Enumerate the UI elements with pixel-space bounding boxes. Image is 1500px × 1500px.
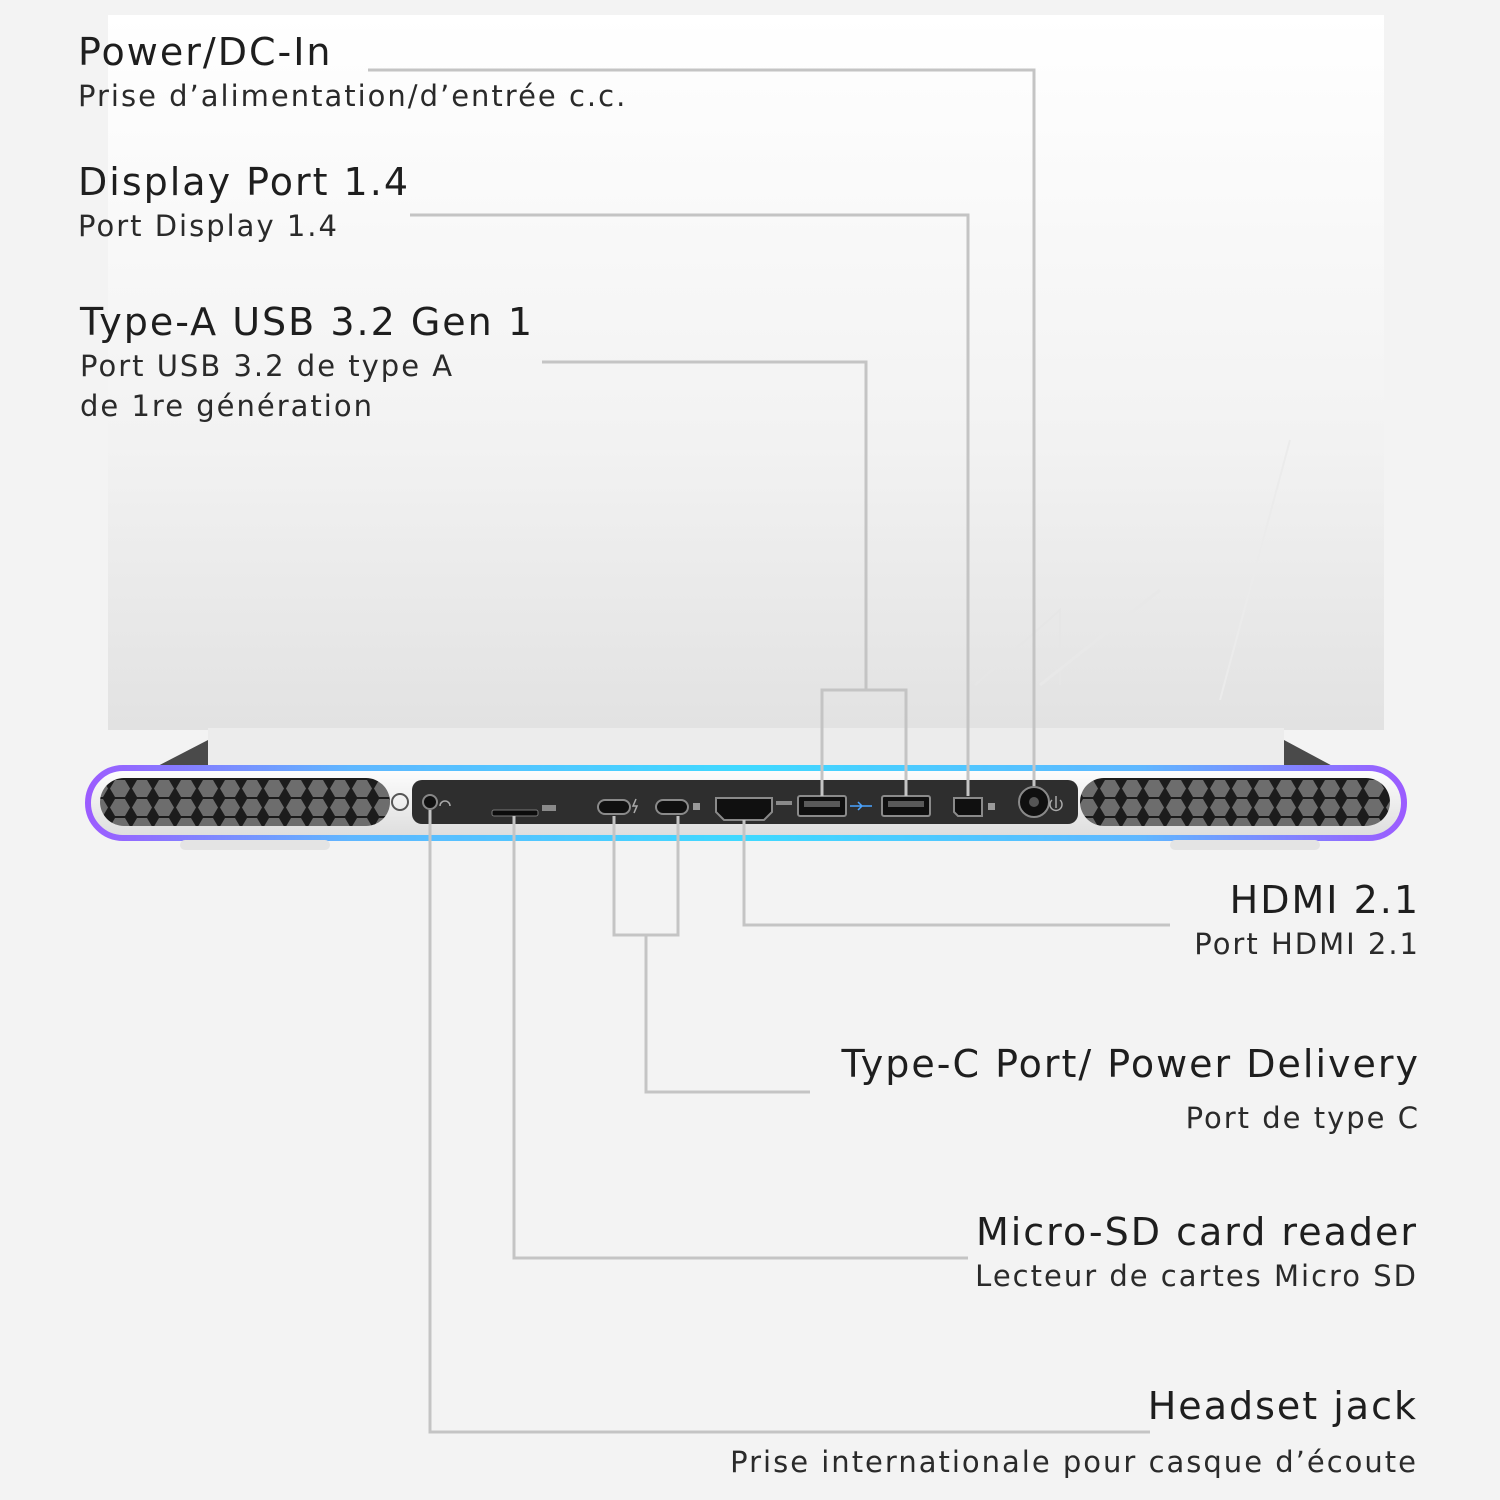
callout-type-c: Type-C Port/ Power Delivery Port de type… [841, 1040, 1420, 1138]
usb-a-port-2-tongue [888, 801, 924, 807]
type-c-port-1 [597, 799, 631, 815]
callout-headset-title: Headset jack [1147, 1384, 1418, 1428]
lid-accent-diagonal [1039, 588, 1161, 687]
callout-power-subtitle: Prise d’alimentation/d’entrée c.c. [78, 79, 628, 113]
callout-displayport-title: Display Port 1.4 [78, 160, 410, 204]
usb-ss-icon [850, 801, 872, 811]
mini-dp-icon [988, 803, 995, 810]
leader-lines [368, 68, 1170, 1434]
left-hinge-shadow [150, 740, 208, 770]
callout-usb-a-title: Type-A USB 3.2 Gen 1 [80, 300, 534, 344]
leader-type-c [644, 935, 810, 1094]
leader-hdmi [742, 820, 1170, 927]
hdmi-logo-icon [776, 801, 792, 805]
callout-displayport-subtitle: Port Display 1.4 [78, 209, 339, 243]
right-foot [1170, 840, 1320, 850]
callout-headset-subtitle: Prise internationale pour casque d’écout… [730, 1445, 1418, 1479]
callout-microsd-subtitle: Lecteur de cartes Micro SD [975, 1259, 1418, 1293]
mini-displayport-port [953, 797, 983, 817]
sd-logo-icon [542, 805, 556, 811]
displayport-icon [693, 803, 700, 810]
callout-type-c-subtitle: Port de type C [1185, 1101, 1420, 1135]
callout-hdmi: HDMI 2.1 Port HDMI 2.1 [1194, 876, 1420, 964]
leader-microsd [512, 816, 968, 1260]
callout-usb-a: Type-A USB 3.2 Gen 1 Port USB 3.2 de typ… [80, 298, 534, 426]
thunderbolt-icon [631, 798, 639, 814]
leader-headset [428, 810, 1150, 1434]
left-vent [100, 778, 390, 826]
callout-displayport: Display Port 1.4 Port Display 1.4 [78, 158, 410, 246]
callout-power: Power/DC-In Prise d’alimentation/d’entré… [78, 28, 627, 116]
callout-headset: Headset jack Prise internationale pour c… [730, 1382, 1418, 1482]
type-c-port-2 [655, 799, 689, 815]
leader-usb-a [542, 360, 868, 690]
leader-power [368, 68, 1036, 786]
callout-microsd: Micro-SD card reader Lecteur de cartes M… [975, 1208, 1418, 1296]
hdmi-port [715, 797, 773, 821]
callout-hdmi-title: HDMI 2.1 [1229, 878, 1420, 922]
callout-power-title: Power/DC-In [78, 30, 333, 74]
microsd-slot [491, 809, 539, 817]
light-ring [85, 765, 1407, 841]
left-foot [180, 840, 330, 850]
leader-displayport [410, 213, 970, 796]
callout-hdmi-subtitle: Port HDMI 2.1 [1194, 927, 1420, 961]
headphone-icon [439, 800, 451, 807]
callout-usb-a-subtitle-line1: Port USB 3.2 de type A [80, 349, 455, 383]
left-screw [391, 793, 409, 811]
headset-jack-port [422, 794, 438, 810]
lid-accent-edge [1219, 439, 1291, 701]
callout-microsd-title: Micro-SD card reader [975, 1210, 1418, 1254]
lid-accent-lines [974, 607, 1061, 686]
usb-a-port-1-tongue [804, 801, 840, 807]
right-vent [1080, 778, 1390, 826]
laptop-lid [108, 15, 1384, 730]
right-hinge-shadow [1284, 740, 1340, 770]
power-pin [1029, 797, 1039, 807]
leader-usb-a-bracket [820, 688, 908, 796]
callout-type-c-title: Type-C Port/ Power Delivery [841, 1042, 1420, 1086]
power-icon [1049, 796, 1063, 812]
callout-usb-a-subtitle-line2: de 1re génération [80, 389, 374, 423]
hinge [208, 728, 1284, 768]
